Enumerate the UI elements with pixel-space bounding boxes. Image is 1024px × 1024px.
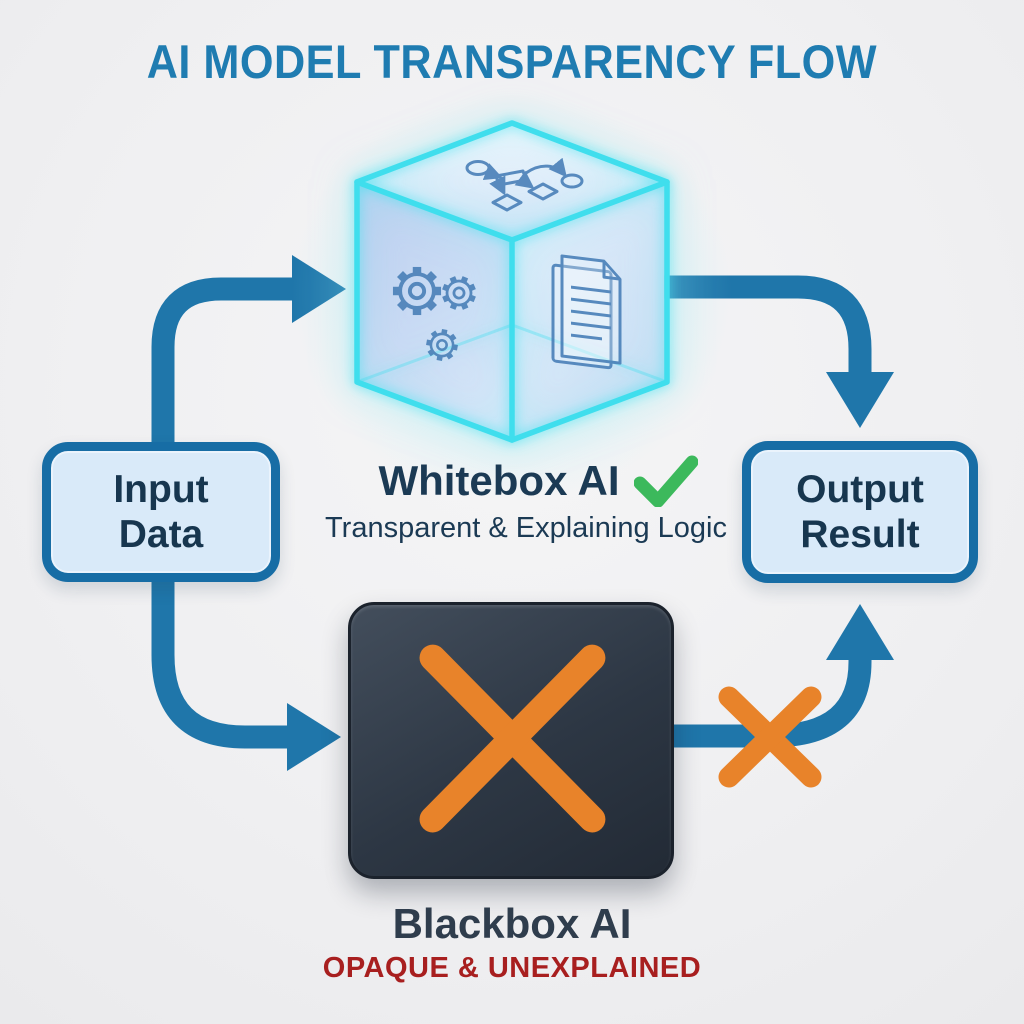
- output-result-box: Output Result: [742, 441, 978, 583]
- cube-right-face: [512, 182, 667, 440]
- blackbox-subtitle: OPAQUE & UNEXPLAINED: [322, 952, 702, 984]
- blocked-path-cross-icon: [718, 686, 822, 788]
- output-label-line2: Result: [800, 513, 920, 556]
- cube-left-face: [357, 182, 512, 440]
- blackbox-panel: [348, 602, 674, 879]
- input-data-box: Input Data: [42, 442, 280, 582]
- input-label-line1: Input: [113, 467, 209, 511]
- check-icon: [633, 455, 698, 507]
- cross-icon: [419, 644, 606, 833]
- output-label-line1: Output: [796, 467, 924, 511]
- input-label-line2: Data: [118, 513, 204, 556]
- whitebox-caption: Whitebox AI Transparent & Explaining Log…: [0, 455, 1024, 545]
- arrow-input-to-blackbox: [151, 562, 341, 771]
- blackbox-label: Blackbox AI: [392, 900, 632, 947]
- document-icon: [551, 254, 622, 370]
- blackbox-caption: Blackbox AI OPAQUE & UNEXPLAINED: [0, 900, 1024, 985]
- whitebox-cube: [292, 90, 732, 500]
- whitebox-label: Whitebox AI: [378, 457, 620, 504]
- flowchart-icon: [465, 157, 584, 212]
- whitebox-subtitle: Transparent & Explaining Logic: [325, 512, 727, 544]
- page-title: AI MODEL TRANSPARENCY FLOW: [0, 34, 1024, 89]
- page-title-text: AI MODEL TRANSPARENCY FLOW: [146, 35, 878, 88]
- arrow-whitebox-to-output: [664, 275, 894, 428]
